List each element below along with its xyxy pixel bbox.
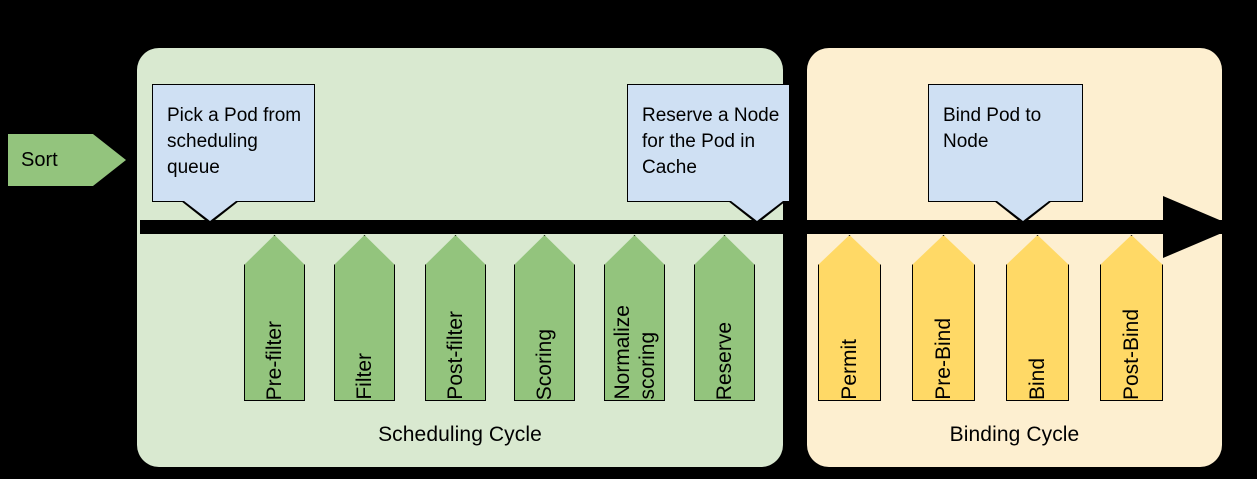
stage-label-pre-bind: Pre-Bind: [932, 318, 955, 400]
callout-bind-pod: Bind Pod to Node: [928, 84, 1083, 224]
stage-arrow-pre-filter: Pre-filter: [244, 235, 305, 401]
timeline-arrow-shaft: [140, 220, 1235, 234]
callout-reserve-node-text: Reserve a Node for the Pod in Cache: [642, 105, 780, 178]
stage-arrow-normalize-scoring: Normalize scoring: [604, 235, 665, 401]
callout-tail-fill-icon: [997, 201, 1049, 221]
callout-pick-pod-text: Pick a Pod from scheduling queue: [167, 105, 302, 178]
sort-label: Sort: [21, 148, 58, 171]
stage-label-pre-filter: Pre-filter: [263, 320, 286, 400]
stage-arrow-post-filter: Post-filter: [425, 235, 486, 401]
stage-label-normalize-scoring: Normalize scoring: [610, 305, 659, 400]
stage-label-permit: Permit: [838, 339, 861, 400]
sort-arrow: Sort: [8, 134, 126, 186]
stage-label-post-bind: Post-Bind: [1120, 308, 1143, 400]
stage-arrow-scoring: Scoring: [514, 235, 575, 401]
stage-arrow-bind: Bind: [1006, 235, 1069, 401]
binding-cycle-caption: Binding Cycle: [949, 423, 1080, 446]
stage-label-reserve: Reserve: [713, 321, 736, 400]
stage-label-scoring: Scoring: [533, 328, 556, 400]
callout-tail-fill-icon: [184, 201, 236, 221]
stage-arrow-filter: Filter: [334, 235, 395, 401]
callout-reserve-node: Reserve a Node for the Pod in Cache: [627, 84, 790, 224]
scheduling-cycle-caption: Scheduling Cycle: [378, 423, 542, 446]
stage-arrow-pre-bind: Pre-Bind: [912, 235, 975, 401]
callout-bind-pod-text: Bind Pod to Node: [943, 105, 1042, 152]
stage-arrow-post-bind: Post-Bind: [1100, 235, 1163, 401]
callout-pick-pod: Pick a Pod from scheduling queue: [152, 84, 315, 224]
stage-arrow-permit: Permit: [818, 235, 881, 401]
stage-label-bind: Bind: [1026, 357, 1049, 400]
stage-label-post-filter: Post-filter: [444, 311, 467, 400]
callout-tail-fill-icon: [731, 201, 783, 221]
stage-label-filter: Filter: [353, 353, 376, 400]
stage-arrow-reserve: Reserve: [694, 235, 755, 401]
timeline-arrowhead-icon: [1163, 196, 1236, 258]
